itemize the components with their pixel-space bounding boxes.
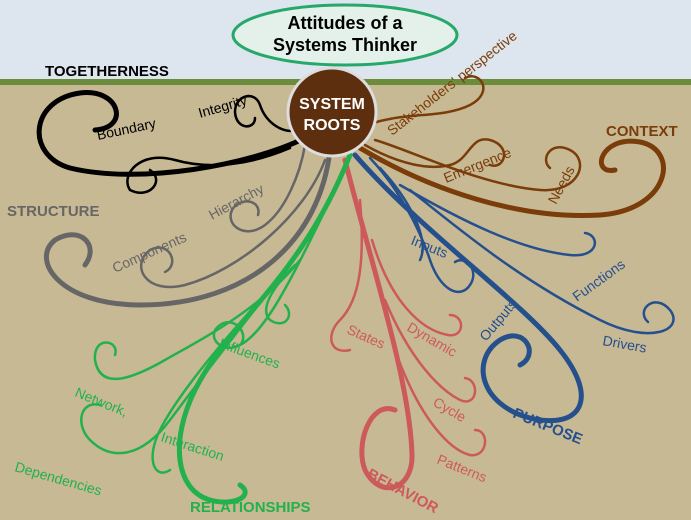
label-context: CONTEXT <box>606 123 678 140</box>
purpose-root <box>352 152 675 424</box>
title-line2: Systems Thinker <box>273 35 417 55</box>
label-relationships: RELATIONSHIPS <box>190 499 311 516</box>
label-drivers: Drivers <box>601 332 647 355</box>
title-line1: Attitudes of a <box>288 13 404 33</box>
togetherness-root <box>36 90 308 194</box>
label-structure: STRUCTURE <box>7 203 100 220</box>
context-root <box>357 75 666 219</box>
behavior-root <box>330 157 487 491</box>
title-ellipse <box>231 3 459 67</box>
structure-root <box>43 143 333 308</box>
label-togetherness: TOGETHERNESS <box>45 63 169 80</box>
root-line2: ROOTS <box>304 117 361 134</box>
system-roots-circle <box>286 66 378 158</box>
root-line1: SYSTEM <box>299 96 365 113</box>
relationships-root <box>80 152 353 505</box>
